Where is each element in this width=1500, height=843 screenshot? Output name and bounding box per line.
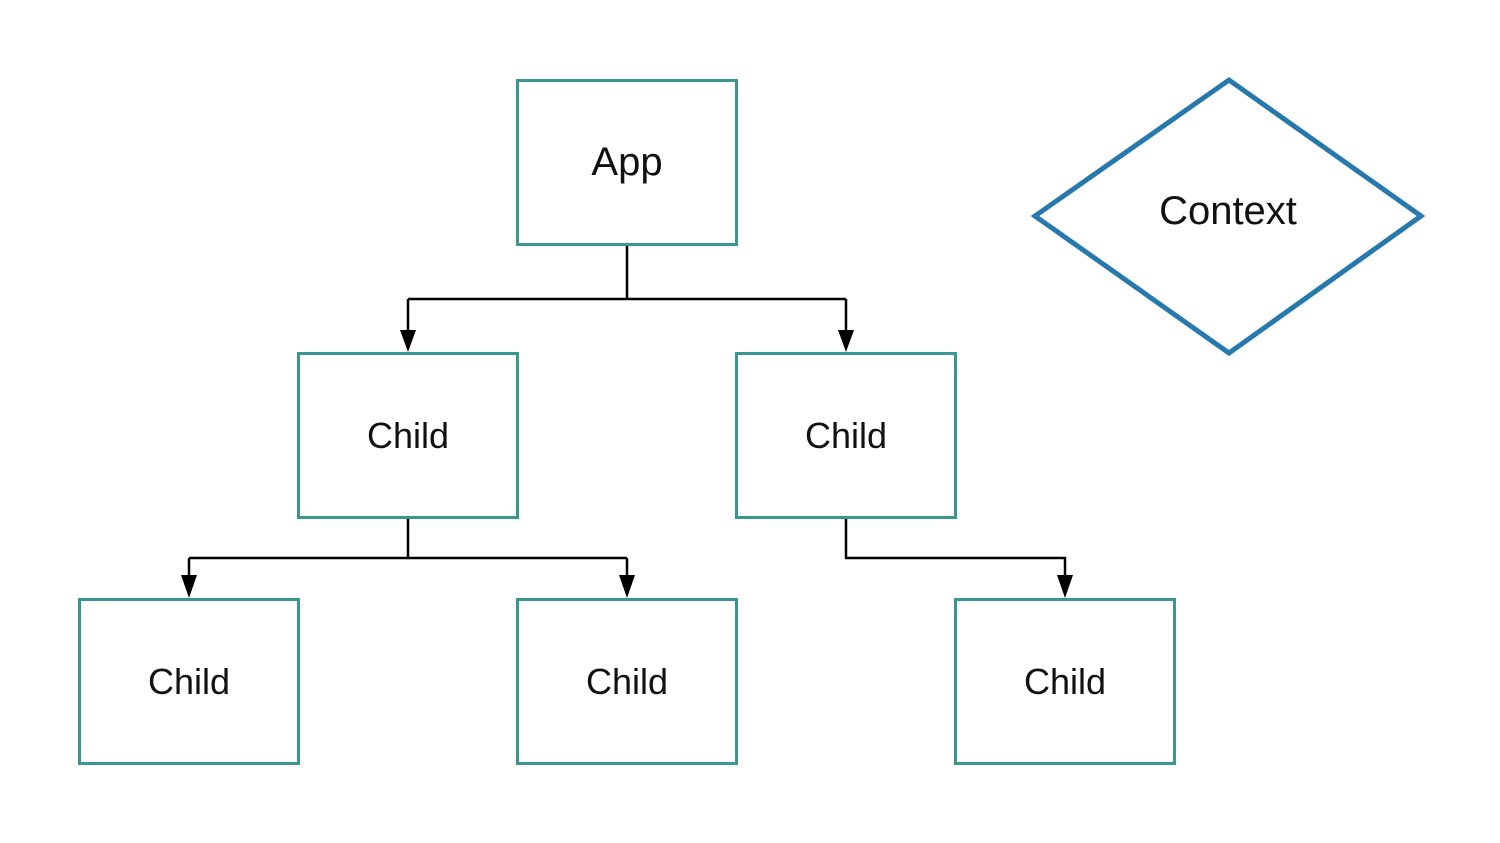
edge-child-left-to-grandchildren [181, 518, 635, 598]
context-diamond[interactable] [1030, 76, 1426, 357]
arrowhead-child-left [400, 330, 416, 352]
arrowhead-grandchild-3 [1057, 575, 1073, 598]
child-label: Child [147, 660, 231, 702]
child-label: Child [804, 414, 888, 456]
grandchild-node-2[interactable]: Child [516, 598, 738, 765]
app-label: App [591, 140, 663, 184]
child-node-left[interactable]: Child [297, 352, 519, 519]
child-node-right[interactable]: Child [735, 352, 957, 519]
arrowhead-child-right [838, 330, 854, 352]
grandchild-node-3[interactable]: Child [954, 598, 1176, 765]
child-label: Child [1023, 660, 1107, 702]
child-label: Child [366, 414, 450, 456]
context-label: Context [1159, 188, 1297, 233]
grandchild-node-1[interactable]: Child [78, 598, 300, 765]
connector-child-right [844, 518, 1067, 580]
app-node[interactable]: App [516, 79, 738, 246]
edge-app-to-children [400, 245, 854, 352]
arrowhead-grandchild-1 [181, 575, 197, 598]
arrowhead-grandchild-2 [619, 575, 635, 598]
child-label: Child [585, 660, 669, 702]
edge-child-right-to-grandchild [844, 518, 1073, 598]
